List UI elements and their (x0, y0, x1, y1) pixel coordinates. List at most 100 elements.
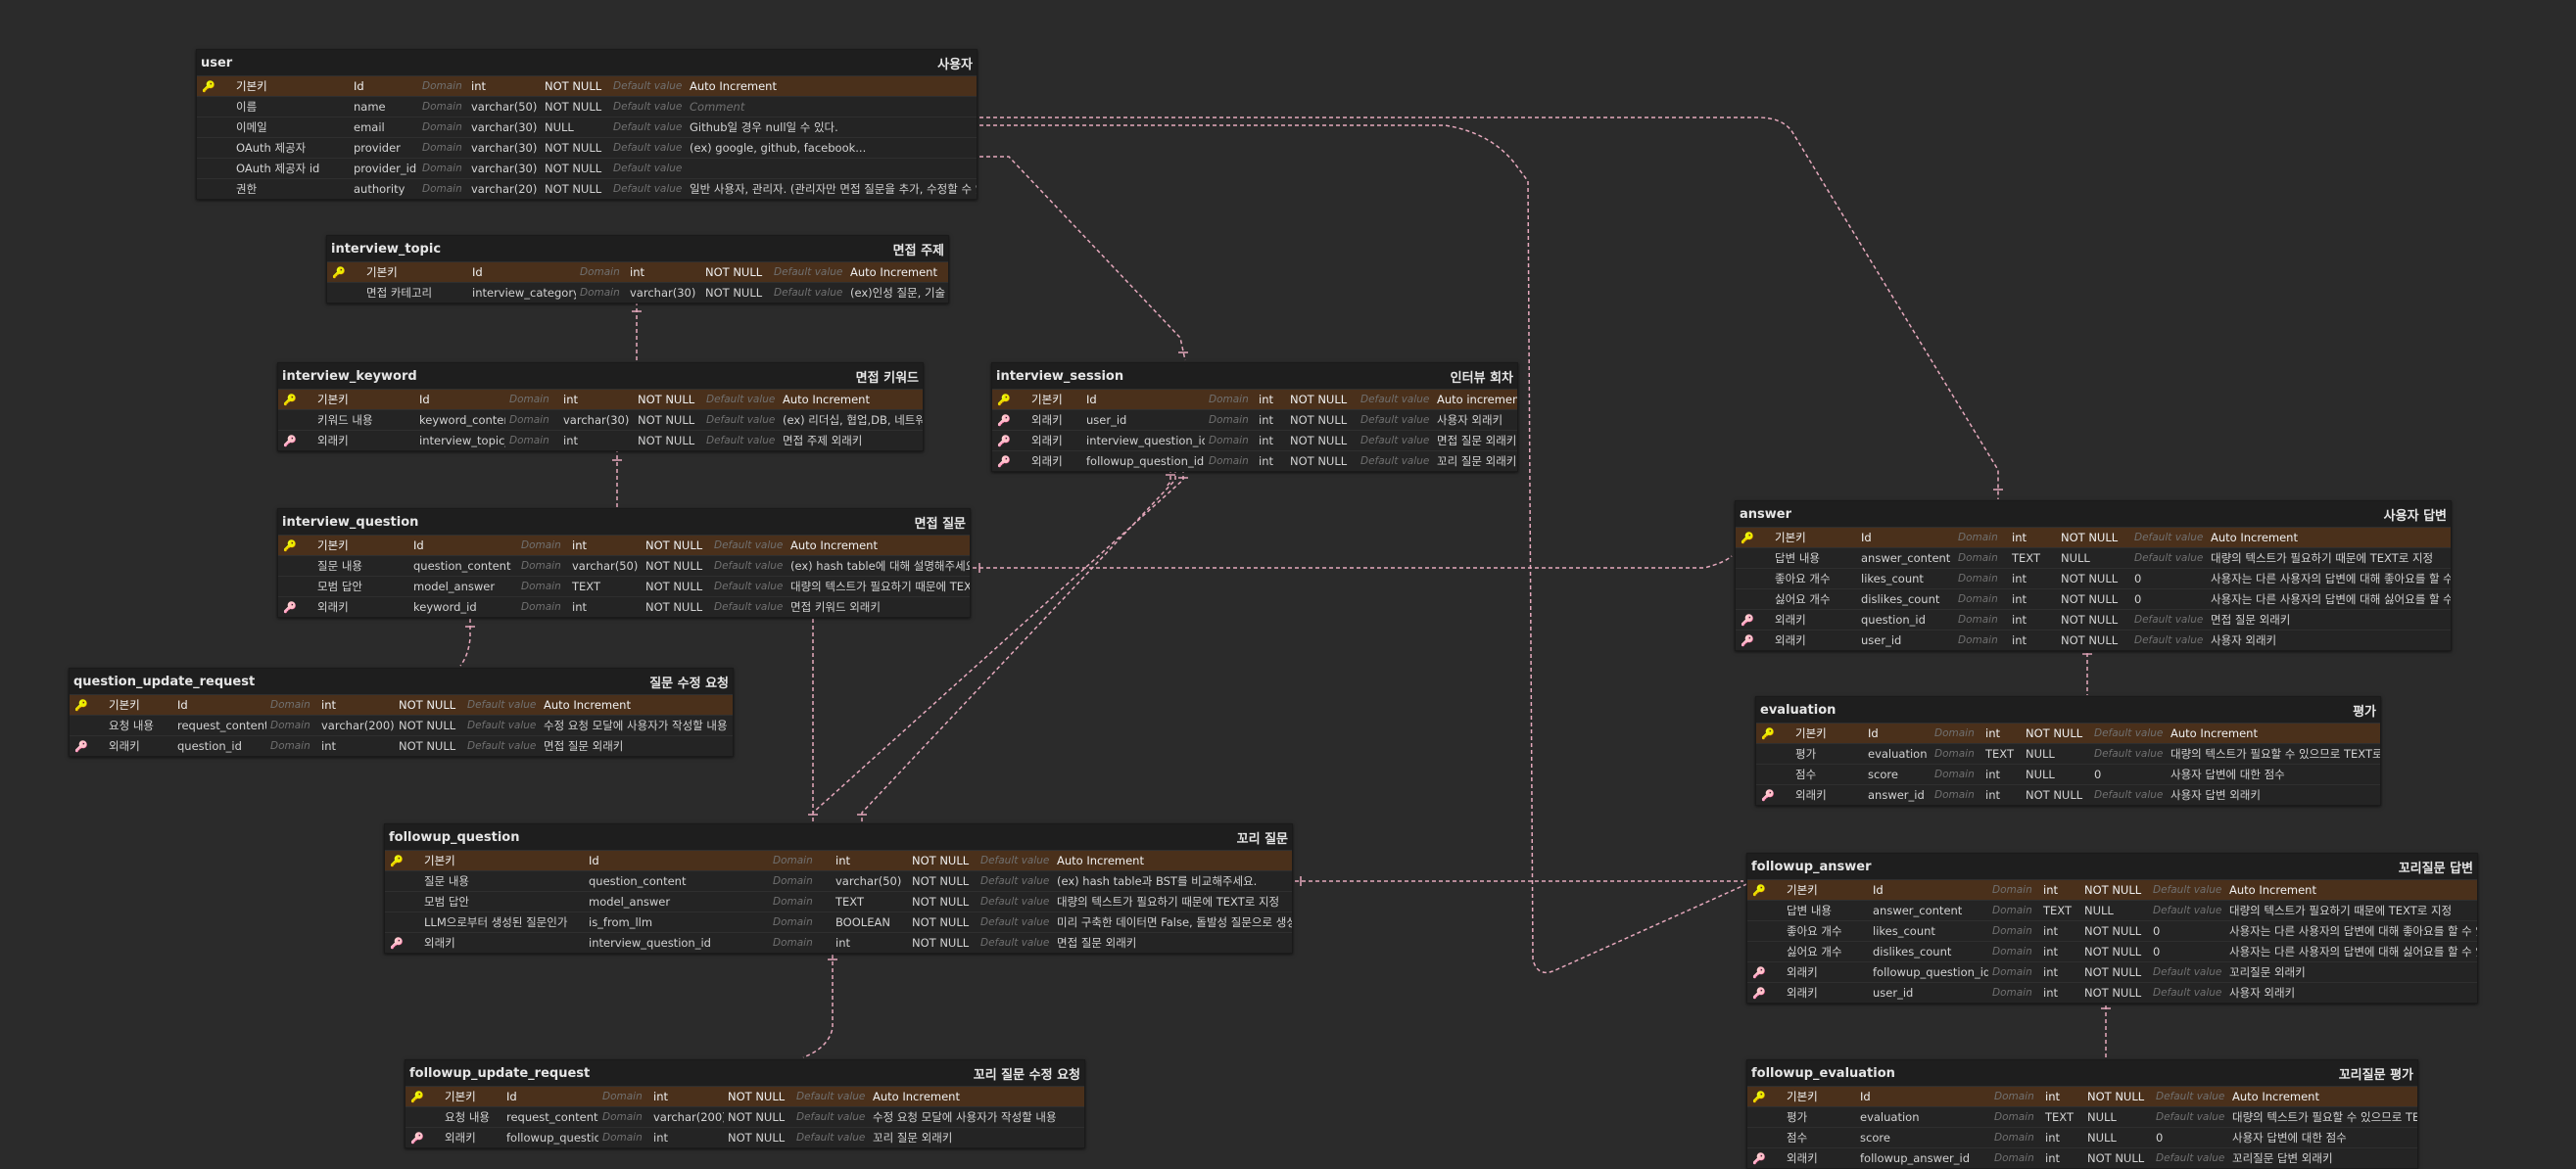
column-logical-name[interactable]: 답변 내용 (1787, 904, 1832, 917)
column-domain[interactable]: Domain (773, 937, 813, 949)
column-comment[interactable]: (ex) hash table에 대해 설명해주세요 (790, 559, 970, 573)
column-default[interactable]: Default value (980, 855, 1050, 866)
column-comment[interactable]: Auto Increment (2229, 883, 2316, 897)
column-default[interactable]: Default value (980, 916, 1050, 928)
column-logical-name[interactable]: 외래키 (109, 739, 140, 753)
column-type[interactable]: int (2012, 613, 2027, 627)
column-type[interactable]: int (1259, 413, 1273, 427)
column-comment[interactable]: Auto Increment (2211, 531, 2298, 544)
column-logical-name[interactable]: 기본키 (1031, 393, 1063, 406)
column-name[interactable]: model_answer (413, 580, 496, 593)
column-default[interactable]: 0 (2134, 592, 2142, 606)
column-name[interactable]: Id (1086, 393, 1097, 406)
column-logical-name[interactable]: 기본키 (317, 538, 349, 552)
column-default[interactable]: Default value (980, 896, 1050, 908)
column-comment[interactable]: 사용자 외래키 (2211, 633, 2277, 647)
column-logical-name[interactable]: 기본키 (1795, 726, 1827, 740)
column-comment[interactable]: Auto Increment (783, 393, 870, 406)
column-type[interactable]: int (2012, 572, 2027, 585)
column-name[interactable]: question_id (1861, 613, 1926, 627)
column-type[interactable]: varchar(20) (471, 182, 538, 196)
column-nullable[interactable]: NULL (2026, 768, 2055, 781)
column-domain[interactable]: Domain (602, 1111, 643, 1123)
column-logical-name[interactable]: 평가 (1795, 747, 1817, 761)
column-nullable[interactable]: NOT NULL (545, 79, 602, 93)
column-default[interactable]: Default value (2134, 614, 2204, 626)
column-type[interactable]: int (2012, 592, 2027, 606)
column-name[interactable]: Id (419, 393, 430, 406)
column-logical-name[interactable]: 면접 카테고리 (366, 286, 433, 300)
column-name[interactable]: authority (354, 182, 405, 196)
column-domain[interactable]: Domain (422, 101, 462, 113)
column-domain[interactable]: Domain (1958, 573, 1998, 584)
column-nullable[interactable]: NOT NULL (2084, 986, 2142, 1000)
column-comment[interactable]: Auto Increment (873, 1090, 960, 1103)
column-domain[interactable]: Domain (1934, 769, 1975, 780)
column-comment[interactable]: Comment (690, 100, 745, 114)
column-domain[interactable]: Domain (1992, 884, 2032, 896)
column-nullable[interactable]: NOT NULL (705, 265, 763, 279)
column-domain[interactable]: Domain (1994, 1091, 2034, 1102)
column-name[interactable]: question_content (413, 559, 511, 573)
column-name[interactable]: email (354, 120, 385, 134)
column-nullable[interactable]: NOT NULL (2087, 1090, 2145, 1103)
column-type[interactable]: varchar(50) (471, 100, 538, 114)
column-name[interactable]: Id (354, 79, 364, 93)
column-default[interactable]: Default value (980, 937, 1050, 949)
column-nullable[interactable]: NOT NULL (2061, 592, 2119, 606)
column-name[interactable]: Id (1861, 531, 1872, 544)
column-default[interactable]: Default value (1360, 455, 1430, 467)
column-logical-name[interactable]: 기본키 (236, 79, 267, 93)
column-default[interactable]: Default value (613, 142, 683, 154)
column-logical-name[interactable]: 기본키 (424, 854, 455, 867)
column-default[interactable]: Default value (467, 699, 537, 711)
column-type[interactable]: int (2043, 986, 2058, 1000)
column-domain[interactable]: Domain (1958, 552, 1998, 564)
column-default[interactable]: Default value (706, 394, 776, 405)
rel-question-update-request[interactable] (459, 619, 471, 667)
column-nullable[interactable]: NULL (2026, 747, 2055, 761)
column-default[interactable]: 0 (2094, 768, 2102, 781)
column-name[interactable]: Id (1868, 726, 1879, 740)
column-logical-name[interactable]: LLM으로부터 생성된 질문인가 (424, 915, 568, 929)
column-nullable[interactable]: NOT NULL (545, 141, 602, 155)
column-logical-name[interactable]: 이름 (236, 100, 258, 114)
rel-user-interview-session[interactable] (979, 156, 1186, 361)
column-default[interactable]: 0 (2156, 1131, 2164, 1145)
column-default[interactable]: Default value (1360, 414, 1430, 426)
column-logical-name[interactable]: 외래키 (1795, 788, 1827, 802)
column-default[interactable]: Default value (613, 163, 683, 174)
column-name[interactable]: dislikes_count (1861, 592, 1940, 606)
column-logical-name[interactable]: 기본키 (109, 698, 140, 712)
column-logical-name[interactable]: 싫어요 개수 (1775, 592, 1831, 606)
column-domain[interactable]: Domain (270, 699, 310, 711)
column-default[interactable]: Default value (613, 80, 683, 92)
column-nullable[interactable]: NOT NULL (1290, 393, 1348, 406)
column-nullable[interactable]: NOT NULL (2061, 633, 2119, 647)
column-comment[interactable]: 미리 구축한 데이터면 False, 돌발성 질문으로 생성된 데이터면 Tru… (1057, 915, 1292, 929)
column-comment[interactable]: 사용자는 다른 사용자의 답변에 대해 좋아요를 할 수 있다. (2211, 572, 2451, 585)
column-default[interactable]: 0 (2134, 572, 2142, 585)
column-nullable[interactable]: NOT NULL (638, 393, 695, 406)
column-row[interactable]: 키워드 내용keyword_contentDomainvarchar(30)NO… (278, 409, 923, 430)
